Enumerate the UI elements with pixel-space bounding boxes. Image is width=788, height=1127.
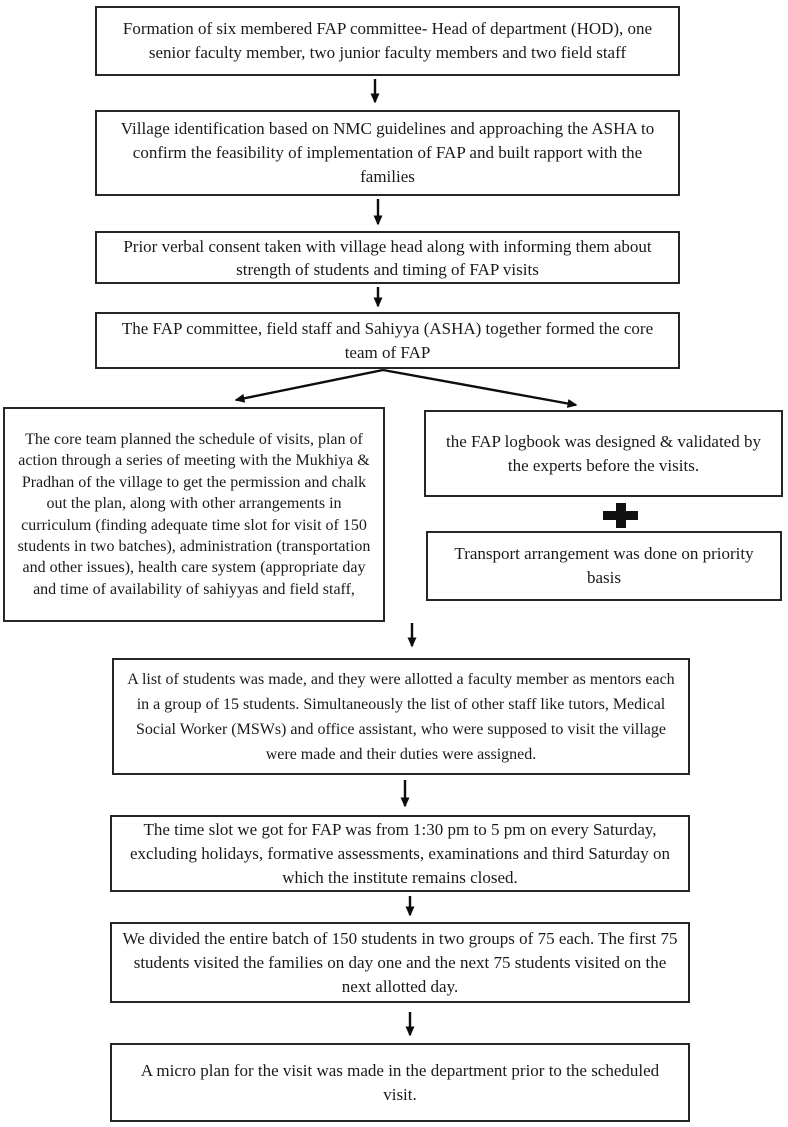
flow-step-text: The time slot we got for FAP was from 1:…: [129, 819, 671, 887]
flow-step-student-list: A list of students was made, and they we…: [112, 658, 690, 775]
flow-step-text: the FAP logbook was designed & validated…: [446, 431, 761, 475]
flow-step-text: Village identification based on NMC guid…: [120, 119, 655, 186]
flow-step-verbal-consent: Prior verbal consent taken with village …: [95, 231, 680, 284]
flow-step-text: The FAP committee, field staff and Sahiy…: [121, 318, 654, 362]
flow-step-text: A list of students was made, and they we…: [127, 670, 675, 763]
flow-step-core-team: The FAP committee, field staff and Sahiy…: [95, 312, 680, 369]
flow-step-logbook-design: the FAP logbook was designed & validated…: [424, 410, 783, 497]
flow-step-text: Transport arrangement was done on priori…: [454, 544, 754, 587]
fork-arrow-right: [382, 368, 578, 408]
flow-step-time-slot: The time slot we got for FAP was from 1:…: [110, 815, 690, 892]
plus-icon: [603, 503, 638, 528]
flow-step-village-identification: Village identification based on NMC guid…: [95, 110, 680, 196]
flow-step-text: A micro plan for the visit was made in t…: [140, 1060, 660, 1104]
flow-step-transport-arrangement: Transport arrangement was done on priori…: [426, 531, 782, 601]
flow-step-text: The core team planned the schedule of vi…: [17, 430, 371, 598]
flow-step-micro-plan: A micro plan for the visit was made in t…: [110, 1043, 690, 1122]
flow-step-schedule-planning: The core team planned the schedule of vi…: [3, 407, 385, 622]
fork-arrow-left: [234, 368, 384, 403]
plus-icon-vertical-bar: [616, 503, 626, 528]
flow-step-text: Prior verbal consent taken with village …: [123, 236, 652, 279]
flow-step-text: We divided the entire batch of 150 stude…: [122, 928, 678, 996]
flow-step-batch-division: We divided the entire batch of 150 stude…: [110, 922, 690, 1003]
flow-step-text: Formation of six membered FAP committee-…: [122, 19, 653, 62]
flow-step-committee-formation: Formation of six membered FAP committee-…: [95, 6, 680, 76]
